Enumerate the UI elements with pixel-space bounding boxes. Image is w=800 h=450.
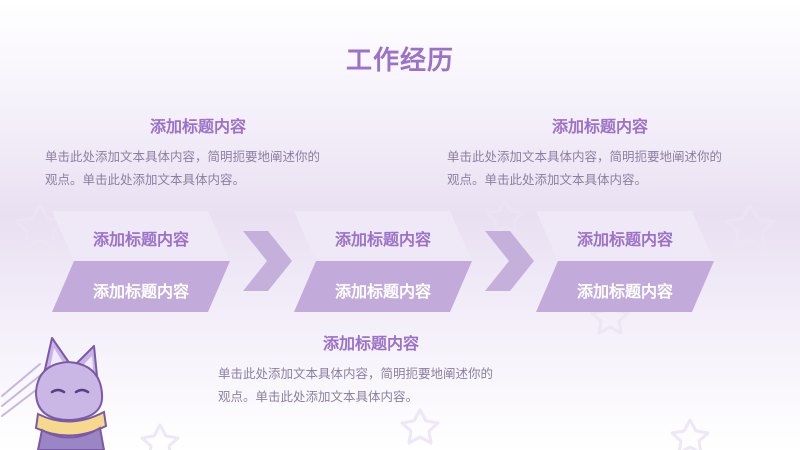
chevron-top-shape <box>536 211 714 261</box>
text-block-1: 添加标题内容 单击此处添加文本具体内容，简明扼要地阐述你的 观点。单击此处添加文… <box>45 113 365 191</box>
step-3-bottom-label: 添加标题内容 <box>576 282 673 301</box>
step-1-bottom-label: 添加标题内容 <box>92 282 189 301</box>
chevron-arrow-icon <box>485 231 534 291</box>
step-2-top-label: 添加标题内容 <box>334 230 431 249</box>
chevron-bottom-shape <box>536 261 714 312</box>
step-1-top-label: 添加标题内容 <box>92 230 189 249</box>
chevron-top-shape <box>294 211 472 261</box>
chevron-top-shape <box>52 211 230 261</box>
text-block-body: 单击此处添加文本具体内容，简明扼要地阐述你的 观点。单击此处添加文本具体内容。 <box>447 149 723 187</box>
page-title: 工作经历 <box>345 46 454 76</box>
text-block-3: 添加标题内容 单击此处添加文本具体内容，简明扼要地阐述你的 观点。单击此处添加文… <box>218 330 538 408</box>
text-block-title: 添加标题内容 <box>322 334 419 353</box>
chevron-bottom-shape <box>294 261 472 312</box>
text-block-body: 单击此处添加文本具体内容，简明扼要地阐述你的 观点。单击此处添加文本具体内容。 <box>218 366 494 404</box>
text-block-title: 添加标题内容 <box>551 117 648 136</box>
text-block-body: 单击此处添加文本具体内容，简明扼要地阐述你的 观点。单击此处添加文本具体内容。 <box>45 149 321 187</box>
step-2-bottom-label: 添加标题内容 <box>334 282 431 301</box>
chevron-arrow-icon <box>243 231 292 291</box>
chevron-bottom-shape <box>52 261 230 312</box>
text-block-2: 添加标题内容 单击此处添加文本具体内容，简明扼要地阐述你的 观点。单击此处添加文… <box>447 113 767 191</box>
step-3-top-label: 添加标题内容 <box>576 230 673 249</box>
fox-mascot-icon <box>1 337 108 450</box>
text-block-title: 添加标题内容 <box>149 117 246 136</box>
